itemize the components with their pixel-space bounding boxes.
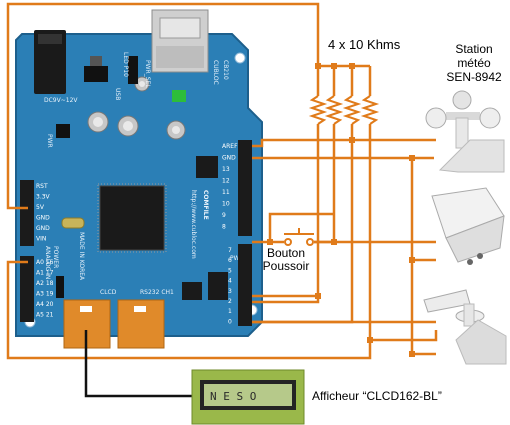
digital-bottom-pin-label-1: 6 bbox=[228, 257, 232, 264]
wire-gnd-left bbox=[6, 260, 372, 360]
digital-top-pin-label-0: AREF bbox=[222, 143, 238, 150]
digital-top-pin-label-3: 12 bbox=[222, 178, 230, 185]
digital-bottom-pin-label-3: 4 bbox=[228, 278, 232, 285]
power-pin-label-0: RST bbox=[36, 183, 48, 190]
regulator-small bbox=[182, 282, 202, 300]
power-jack bbox=[34, 30, 66, 94]
analog-pin-label-5: A5 21 bbox=[36, 312, 54, 319]
pwm-label: PWM bbox=[230, 255, 245, 262]
analog-pin-labels: A0 16 A1 17 A2 18 A3 19 A4 20 A5 21 bbox=[36, 259, 54, 319]
button-label: Bouton Poussoir bbox=[258, 247, 314, 273]
power-header bbox=[20, 180, 34, 322]
analog-pin-label-0: A0 16 bbox=[36, 259, 54, 266]
digital-top-pin-label-7: 8 bbox=[222, 224, 226, 231]
station-label: Station météo SEN-8942 bbox=[438, 42, 510, 84]
resistor-2 bbox=[324, 95, 344, 125]
rain-gauge-sensor bbox=[431, 187, 505, 265]
wire-3v3 bbox=[6, 2, 320, 210]
digital-top-pin-label-1: GND bbox=[222, 155, 236, 162]
resistor-1 bbox=[308, 95, 328, 125]
resistor-4 bbox=[360, 95, 380, 125]
anemometer-sensor bbox=[425, 90, 505, 173]
power-label: POWER bbox=[52, 246, 59, 268]
power-pin-label-4: GND bbox=[36, 225, 50, 232]
rs232-label: RS232 CH1 bbox=[140, 289, 174, 296]
ext-label: LED P10 bbox=[122, 52, 129, 77]
digital-top-pin-label-5: 10 bbox=[222, 201, 230, 208]
digital-bottom-pin-label-4: 3 bbox=[228, 288, 232, 295]
power-led bbox=[172, 90, 186, 102]
capacitors bbox=[87, 76, 186, 140]
lcd-screen-text: N E S O bbox=[210, 390, 256, 403]
wire-resistor-1 bbox=[252, 66, 320, 304]
power-pin-label-3: GND bbox=[36, 215, 50, 222]
usb-label: USB bbox=[114, 88, 121, 100]
lcd-display: N E S O bbox=[191, 369, 305, 425]
wires bbox=[6, 2, 438, 360]
power-pin-label-2: 5V bbox=[36, 204, 45, 211]
power-pin-label-1: 3.3V bbox=[36, 194, 51, 201]
analog-pin-label-2: A2 18 bbox=[36, 280, 54, 287]
push-button bbox=[284, 228, 314, 246]
cubloc-board: DC9V~12V bbox=[15, 9, 263, 349]
digital-top-pin-label-2: 13 bbox=[222, 166, 230, 173]
led-label: PWR bbox=[46, 134, 53, 148]
crystal bbox=[61, 217, 85, 229]
wind-vane-sensor bbox=[423, 289, 507, 365]
power-pin-labels: RST 3.3V 5V GND GND VIN bbox=[36, 183, 51, 243]
wire-aref bbox=[252, 138, 436, 148]
brand-url: http://www.cubloc.com bbox=[190, 190, 197, 259]
digital-bottom-pin-label-0: 7 bbox=[228, 247, 232, 254]
model-name: CUBLOC bbox=[212, 60, 219, 85]
analog-in-label: ANALOG IN bbox=[44, 246, 51, 279]
resistors-label: 4 x 10 Khms bbox=[328, 37, 401, 52]
made-in-label: MADE IN KOREA bbox=[78, 232, 85, 281]
wire-station-bottom bbox=[370, 330, 438, 342]
station-label-line1: Station bbox=[455, 42, 493, 56]
pwr-sel-label: PWR_SEL bbox=[144, 60, 151, 88]
power-pin-label-5: VIN bbox=[36, 236, 46, 243]
digital-bottom-pin-label-5: 2 bbox=[228, 298, 232, 305]
main-microcontroller bbox=[97, 183, 167, 253]
model-number: CB210 bbox=[222, 60, 229, 80]
lcd-cable bbox=[84, 330, 196, 398]
station-label-line2: météo bbox=[457, 56, 491, 70]
analog-pin-label-4: A4 20 bbox=[36, 301, 54, 308]
wire-gnd bbox=[252, 156, 436, 262]
digital-bottom-pin-label-7: 0 bbox=[228, 318, 232, 325]
usb-chip bbox=[196, 156, 218, 178]
power-jack-label: DC9V~12V bbox=[44, 97, 78, 104]
digital-top-pin-label-4: 11 bbox=[222, 189, 230, 196]
wire-pin8 bbox=[252, 212, 334, 244]
analog-pin-label-1: A1 17 bbox=[36, 270, 54, 277]
brand-logo: COMFILE bbox=[202, 190, 209, 220]
clcd-label: CLCD bbox=[100, 289, 117, 296]
junction-dots bbox=[267, 63, 415, 357]
resistor-3 bbox=[342, 95, 362, 125]
usb-connector bbox=[151, 9, 209, 73]
digital-bottom-pin-label-6: 1 bbox=[228, 308, 232, 315]
digital-header bbox=[238, 140, 252, 326]
button-label-line1: Bouton bbox=[266, 246, 306, 260]
analog-pin-label-3: A3 19 bbox=[36, 291, 54, 298]
digital-top-pin-label-6: 9 bbox=[222, 212, 226, 219]
regulator-chip bbox=[84, 66, 108, 82]
power-switch bbox=[128, 56, 138, 84]
button-label-line2: Poussoir bbox=[262, 259, 310, 273]
station-label-line3: SEN-8942 bbox=[446, 70, 502, 84]
digital-bottom-pin-label-2: 5 bbox=[228, 267, 232, 274]
display-caption: Afficheur “CLCD162-BL” bbox=[312, 389, 442, 403]
resistors bbox=[308, 95, 380, 125]
